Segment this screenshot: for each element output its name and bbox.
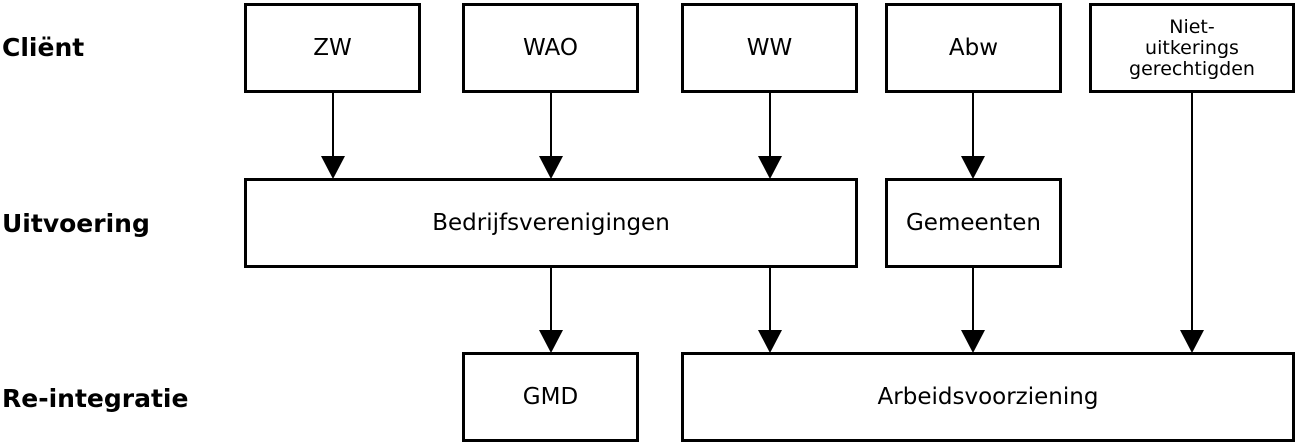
box-abw: Abw <box>885 3 1062 93</box>
arrowhead-arbeidsvoorziening-1 <box>758 330 782 353</box>
box-niet-label-line2: uitkerings <box>1145 36 1239 59</box>
arrowhead-arbeidsvoorziening-2 <box>961 330 985 353</box>
box-wao: WAO <box>462 3 639 93</box>
box-niet-label-line3: gerechtigden <box>1129 57 1255 80</box>
arrowhead-gmd <box>539 330 563 353</box>
box-arbeidsvoorziening: Arbeidsvoorziening <box>681 352 1295 442</box>
box-niet-uitkeringsgerechtigden: Niet- uitkerings gerechtigden <box>1089 3 1295 93</box>
box-bedrijfsverenigingen-label: Bedrijfsverenigingen <box>432 210 670 236</box>
box-abw-label: Abw <box>948 35 999 61</box>
box-zw: ZW <box>244 3 421 93</box>
box-gmd: GMD <box>462 352 639 442</box>
arrowhead-ww <box>758 156 782 179</box>
box-gmd-label: GMD <box>522 384 579 410</box>
arrowhead-abw <box>961 156 985 179</box>
row-label-execution: Uitvoering <box>2 209 150 238</box>
box-ww-label: WW <box>746 35 793 61</box>
box-wao-label: WAO <box>523 35 578 61</box>
box-zw-label: ZW <box>313 35 352 61</box>
arrowhead-wao <box>539 156 563 179</box>
arrowhead-niet <box>1180 330 1204 353</box>
arrowhead-zw <box>321 156 345 179</box>
box-arbeidsvoorziening-label: Arbeidsvoorziening <box>877 384 1099 410</box>
box-ww: WW <box>681 3 858 93</box>
box-niet-label-line1: Niet- <box>1169 15 1215 38</box>
box-gemeenten-label: Gemeenten <box>905 210 1041 236</box>
box-bedrijfsverenigingen: Bedrijfsverenigingen <box>244 178 858 268</box>
box-gemeenten: Gemeenten <box>885 178 1062 268</box>
row-label-reintegration: Re-integratie <box>2 384 189 413</box>
row-label-client: Cliënt <box>2 33 85 62</box>
